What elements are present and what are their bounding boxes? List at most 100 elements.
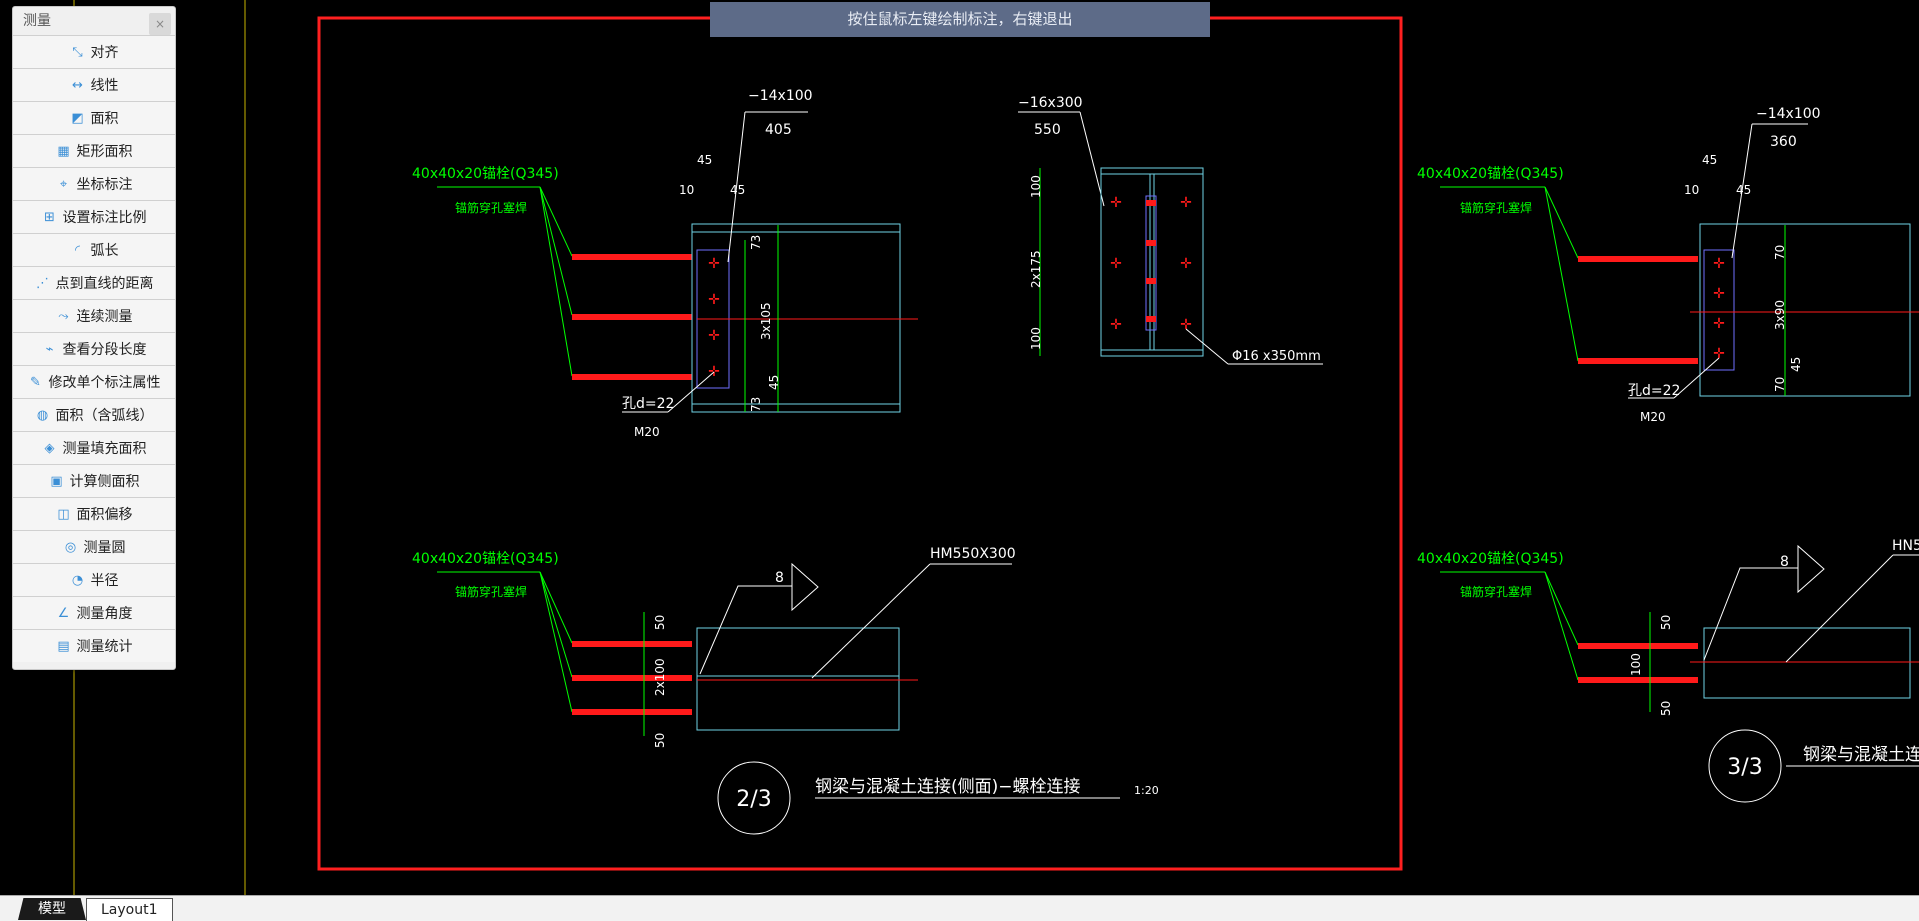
stats-icon: ▤ (57, 638, 70, 654)
panel-title-text: 测量 (23, 13, 51, 29)
rect-area-icon: ▦ (57, 143, 70, 159)
dim-10r: 10 (1684, 183, 1699, 197)
beam-spec-right: HN5 (1892, 538, 1919, 554)
svg-text:✛: ✛ (1180, 195, 1192, 211)
dim-73: 73 (749, 235, 763, 250)
dim-45r: 45 (1702, 153, 1717, 167)
measure-panel: 测量 × ⤡对齐 ↔ 线性 ◩面积 ▦ 矩形面积 ⌖ 坐标标注 ⊞设置标注比例 ◜ 弧长 ⋰ 点到直线的… (12, 6, 176, 670)
layout-tabs: 模型 Layout1 (0, 895, 1919, 921)
detail-scale: 1:20 (1134, 784, 1159, 797)
tool-item-label: 面积（含弧线） (55, 408, 154, 424)
tool-item-edit-dim[interactable]: ✎修改单个标注属性 (13, 365, 175, 398)
plate-length-right: 360 (1770, 134, 1797, 150)
align-icon: ⤡ (72, 44, 83, 60)
continuous-icon: ⤳ (58, 308, 69, 324)
tool-item-label: 坐标标注 (76, 177, 133, 193)
tool-item-side-area[interactable]: ▣计算侧面积 (13, 464, 175, 497)
tool-item-coordinate[interactable]: ⌖ 坐标标注 (13, 167, 175, 200)
tool-item-label: 面积 (90, 111, 119, 127)
dim-45c: 45 (767, 375, 781, 390)
close-icon[interactable]: × (149, 13, 171, 35)
plate-length: 405 (765, 122, 792, 138)
anchor-label-3: 40x40x20锚栓(Q345) (1417, 166, 1564, 182)
panel-title: 测量 × (13, 7, 175, 35)
dim-2x100: 2x100 (653, 658, 667, 696)
tool-item-label: 半径 (90, 573, 119, 589)
plate-mid-length: 550 (1034, 122, 1061, 138)
tool-item-label: 弧长 (90, 243, 119, 259)
arc-icon: ◜ (74, 242, 81, 258)
dim-45cr: 45 (1789, 357, 1803, 372)
anchor-label-2: 40x40x20锚栓(Q345) (412, 551, 559, 567)
tool-item-arc-area[interactable]: ◍面积（含弧线） (13, 398, 175, 431)
svg-text:✛: ✛ (1180, 256, 1192, 272)
svg-text:✛: ✛ (1713, 346, 1725, 362)
svg-text:✛: ✛ (708, 328, 720, 344)
tool-item-point-line[interactable]: ⋰ 点到直线的距离 (13, 266, 175, 299)
tool-item-circle[interactable]: ◎ 测量圆 (13, 530, 175, 563)
tool-item-label: 测量填充面积 (62, 441, 147, 457)
tool-item-align[interactable]: ⤡对齐 (13, 35, 175, 68)
radius-icon: ◔ (71, 572, 84, 588)
stud-label: Φ16 x350mm (1232, 349, 1321, 364)
detail-caption: 钢梁与混凝土连接(侧面)−螺栓连接 (815, 777, 1081, 797)
tool-item-label: 面积偏移 (76, 507, 133, 523)
selection-frame[interactable] (317, 16, 1403, 871)
tool-item-continuous[interactable]: ⤳ 连续测量 (13, 299, 175, 332)
tab-layout1[interactable]: Layout1 (86, 898, 173, 921)
svg-text:✛: ✛ (1713, 316, 1725, 332)
tool-item-label: 修改单个标注属性 (48, 375, 161, 391)
svg-text:✛: ✛ (1180, 317, 1192, 333)
tool-item-linear[interactable]: ↔ 线性 (13, 68, 175, 101)
tool-item-fill-area[interactable]: ◈ 测量填充面积 (13, 431, 175, 464)
tool-item-area[interactable]: ◩面积 (13, 101, 175, 134)
svg-text:✛: ✛ (708, 292, 720, 308)
svg-text:✛: ✛ (1713, 286, 1725, 302)
coordinate-icon: ⌖ (59, 176, 68, 192)
dim-70b: 70 (1773, 377, 1787, 392)
linear-icon: ↔ (72, 77, 83, 93)
dim-50r: 50 (1659, 615, 1673, 630)
tool-item-label: 测量统计 (76, 639, 133, 655)
svg-text:✛: ✛ (1110, 317, 1122, 333)
tool-item-label: 线性 (90, 78, 119, 94)
svg-text:✛: ✛ (1110, 256, 1122, 272)
tool-item-angle[interactable]: ∠测量角度 (13, 596, 175, 629)
tool-item-radius[interactable]: ◔ 半径 (13, 563, 175, 596)
detail-caption-right: 钢梁与混凝土连接( (1803, 745, 1919, 765)
plate-mid-spec: −16x300 (1018, 95, 1083, 111)
dim-45b: 45 (730, 183, 745, 197)
dim-2x175: 2x175 (1029, 250, 1043, 288)
tool-item-area-offset[interactable]: ◫面积偏移 (13, 497, 175, 530)
tool-item-arc[interactable]: ◜ 弧长 (13, 233, 175, 266)
tool-item-label: 矩形面积 (76, 144, 133, 160)
circle-icon: ◎ (64, 539, 77, 555)
svg-text:✛: ✛ (708, 256, 720, 272)
fill-area-icon: ◈ (44, 440, 55, 456)
dim-3x105: 3x105 (759, 302, 773, 340)
dim-100: 100 (1029, 175, 1043, 198)
svg-text:✛: ✛ (1110, 195, 1122, 211)
detail-number-right: 3/3 (1727, 755, 1762, 780)
tool-item-label: 设置标注比例 (62, 210, 147, 226)
dim-100b: 100 (1029, 327, 1043, 350)
segment-icon: ⌁ (45, 341, 54, 357)
tool-item-label: 连续测量 (76, 309, 133, 325)
tool-item-stats[interactable]: ▤ 测量统计 (13, 629, 175, 662)
tool-item-scale[interactable]: ⊞设置标注比例 (13, 200, 175, 233)
tool-item-rect-area[interactable]: ▦ 矩形面积 (13, 134, 175, 167)
drawing-canvas[interactable]: 40x40x20锚栓(Q345) 锚筋穿孔塞焊 ✛ ✛ ✛ ✛ −14x100 … (0, 0, 1919, 895)
plate-spec-right: −14x100 (1756, 106, 1821, 122)
bolt-label: M20 (634, 425, 660, 439)
tab-model[interactable]: 模型 (18, 898, 86, 920)
anchor-sub: 锚筋穿孔塞焊 (455, 200, 527, 215)
tool-item-segment[interactable]: ⌁查看分段长度 (13, 332, 175, 365)
tool-item-label: 点到直线的距离 (55, 276, 154, 292)
point-line-icon: ⋰ (36, 275, 49, 291)
anchor-sub-2: 锚筋穿孔塞焊 (455, 584, 527, 599)
detail-bottom-left: 40x40x20锚栓(Q345) 锚筋穿孔塞焊 50 2x100 50 8 HM… (412, 546, 1159, 835)
tool-item-label: 测量圆 (83, 540, 126, 556)
dim-3x90: 3x90 (1773, 300, 1787, 330)
detail-right: 40x40x20锚栓(Q345) 锚筋穿孔塞焊 ✛ ✛ ✛ ✛ −14x100 … (1417, 106, 1919, 803)
dim-70: 70 (1773, 245, 1787, 260)
